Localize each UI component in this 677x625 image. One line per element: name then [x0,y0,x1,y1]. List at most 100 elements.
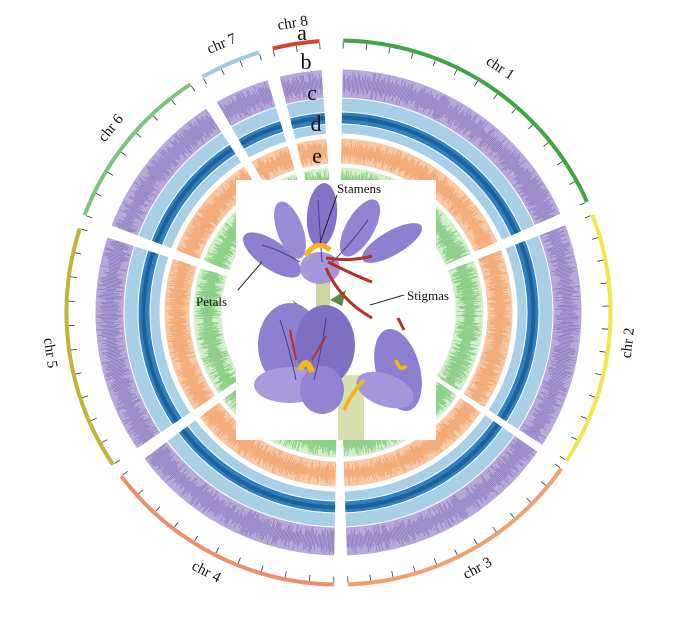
track-d-bar [423,442,431,454]
track-e-bar [442,242,464,255]
track-e-bar [212,367,233,380]
track-d-bar [451,197,462,207]
track-d-bar [352,145,354,159]
stigma-upper-1 [325,254,373,262]
track-d-bar [306,149,310,159]
track-b-bar [547,367,573,375]
track-b-bar [508,160,519,170]
petal-upper-1 [243,232,301,278]
track-b-bar [468,494,475,504]
track-b-bar [375,525,381,551]
track-d-bar [472,228,484,235]
track-b-bar [368,529,372,550]
track-b-bar [184,480,192,489]
track-b-bar [356,534,359,547]
track-d-bar [384,154,388,162]
track-b-bar [550,360,574,367]
track-d-bar [183,239,202,249]
track-d-bar [416,441,428,461]
track-d-bar [286,148,294,169]
chromosome-label-8: chr 8 [276,13,309,34]
track-b-bar [535,410,552,419]
track-e-bar [454,281,479,288]
track-b-bar [432,95,444,118]
track-e-bar [455,263,467,269]
track-d-bar [451,414,465,427]
track-d-bar [350,469,352,478]
track-b-bar [533,205,554,216]
track-e-bar [451,365,463,372]
track-d-bar [182,369,195,376]
track-b-bar [268,526,272,535]
track-b-bar [481,132,487,139]
track-c-base-segment [244,132,287,158]
track-b-bar [424,517,431,530]
track-e-bar [453,255,462,260]
track-e-bar [197,334,223,340]
track-d-bar [190,232,203,239]
track-e-bar [456,282,477,288]
track-b-bar [97,327,124,331]
track-d-bar [349,469,351,478]
track-b-bar [551,266,576,273]
track-d-bar [185,378,200,386]
track-e-bar [448,360,469,370]
track-e-bar [210,360,226,368]
track-c-outer-segment [286,99,325,118]
track-e-bar [459,325,479,328]
track-b-bar [479,129,492,144]
track-e-bar [348,438,351,448]
track-d-bar [281,460,285,468]
track-d-bar [418,168,428,182]
track-e-bar [446,250,466,261]
track-d-bar [170,327,186,331]
track-b-bar [547,245,570,253]
track-d-bar [191,391,212,405]
track-b-bar [555,331,578,335]
track-b-bar [194,487,208,505]
track-b-bar [156,454,175,471]
track-e-bar [455,327,482,332]
track-b-bar [292,524,299,550]
track-d-bar [249,444,256,455]
track-d-bar [366,466,370,476]
track-d-bar [280,455,288,473]
track-b-bar [326,530,329,553]
track-d-bar [402,159,409,172]
track-b-bar [558,260,566,263]
track-d-bar [491,277,502,281]
track-e-bar [199,298,217,301]
track-e-bar [217,247,229,254]
track-b-bar [355,534,358,547]
track-d-bar [183,249,195,255]
track-d-bar [411,445,422,463]
track-letters: a b c d e [297,20,322,168]
track-b-bar [180,131,196,149]
track-d-bar [260,160,270,178]
track-b-bar [480,131,487,139]
track-b-bar [265,521,272,540]
track-d-bar [325,145,327,158]
track-d-bar [357,467,360,478]
track-e-bar [214,243,234,255]
track-b-bar [472,492,479,500]
track-b-bar [489,138,506,156]
track-b-bar [105,368,129,376]
track-d-bar [489,267,498,270]
track-b-bar [472,493,478,501]
track-b-bar [548,378,565,385]
track-d-bar [451,410,470,427]
track-d-bar [279,153,286,169]
track-d-bar [291,460,296,475]
track-d-bar [489,341,505,346]
track-d-bar [489,268,500,272]
track-d-bar [401,455,407,466]
track-letter-b: b [301,49,312,74]
track-b-bar [357,74,361,95]
track-b-bar [548,233,561,239]
track-d-bar [169,288,188,293]
track-b-bar [498,148,511,161]
track-d-bar [392,455,400,472]
chromosome-tick [215,547,220,554]
track-e-bar [202,271,224,279]
